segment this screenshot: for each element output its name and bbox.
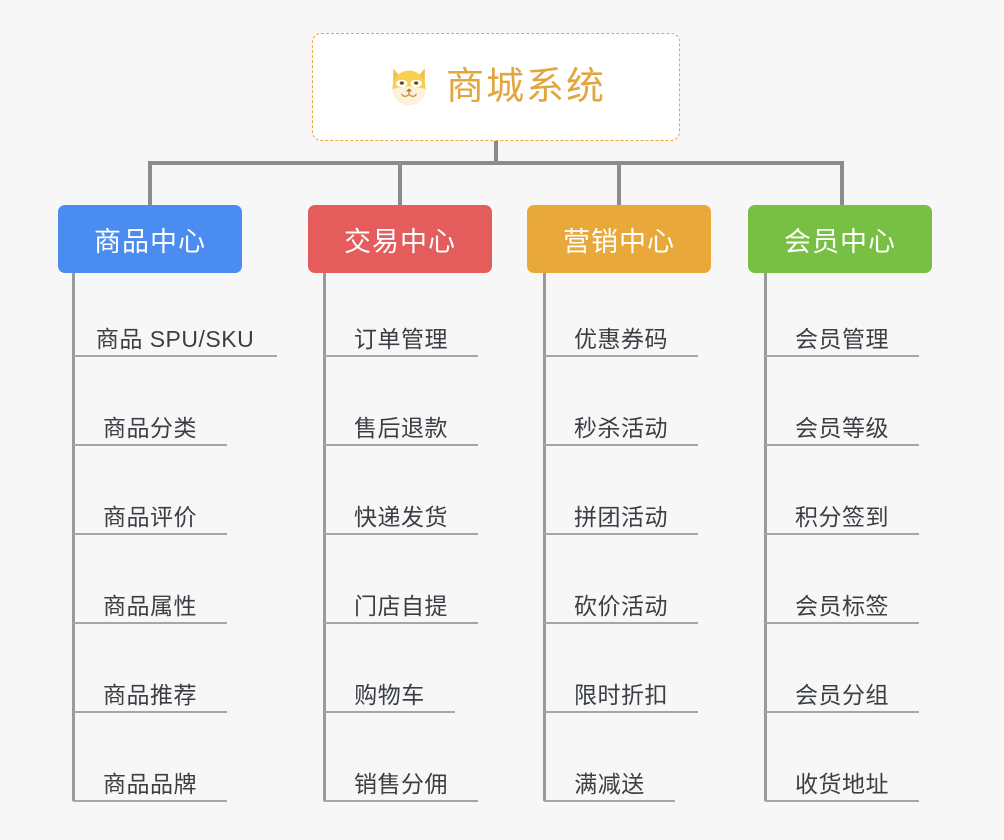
category-header-交易中心[interactable]: 交易中心	[308, 205, 492, 273]
root-node[interactable]: 商城系统	[312, 33, 680, 141]
leaf-item[interactable]: 快递发货	[324, 489, 478, 535]
leaf-item[interactable]: 秒杀活动	[544, 400, 698, 446]
category-header-营销中心[interactable]: 营销中心	[527, 205, 711, 273]
leaf-item[interactable]: 收货地址	[765, 756, 919, 802]
leaf-item[interactable]: 积分签到	[765, 489, 919, 535]
dog-face-icon	[392, 68, 426, 105]
drop-line-column-4	[840, 161, 844, 207]
leaf-trunk-column-2	[323, 273, 326, 801]
leaf-label: 会员等级	[795, 414, 889, 441]
leaf-label: 购物车	[354, 681, 425, 708]
leaf-label: 商品品牌	[103, 770, 197, 797]
leaf-item[interactable]: 售后退款	[324, 400, 478, 446]
leaf-label: 秒杀活动	[574, 414, 668, 441]
leaf-item[interactable]: 会员分组	[765, 667, 919, 713]
leaf-label: 商品分类	[103, 414, 197, 441]
drop-line-column-2	[398, 161, 402, 207]
leaf-trunk-column-3	[543, 273, 546, 801]
leaf-item[interactable]: 商品评价	[73, 489, 227, 535]
category-header-label: 会员中心	[784, 226, 896, 257]
drop-line-column-3	[617, 161, 621, 207]
leaf-label: 拼团活动	[574, 503, 668, 530]
leaf-label: 积分签到	[795, 503, 889, 530]
leaf-label: 会员分组	[795, 681, 889, 708]
leaf-item[interactable]: 商品属性	[73, 578, 227, 624]
leaf-item[interactable]: 销售分佣	[324, 756, 478, 802]
leaf-label: 砍价活动	[574, 592, 668, 619]
leaf-item[interactable]: 拼团活动	[544, 489, 698, 535]
category-header-会员中心[interactable]: 会员中心	[748, 205, 932, 273]
leaf-label: 商品推荐	[103, 681, 197, 708]
leaf-item[interactable]: 优惠券码	[544, 311, 698, 357]
leaf-label: 收货地址	[795, 770, 889, 797]
leaf-trunk-column-4	[764, 273, 767, 801]
leaf-label: 门店自提	[354, 592, 448, 619]
leaf-item[interactable]: 满减送	[544, 756, 675, 802]
leaf-label: 优惠券码	[574, 325, 668, 352]
leaf-label: 售后退款	[354, 414, 448, 441]
leaf-item[interactable]: 购物车	[324, 667, 455, 713]
leaf-label: 商品 SPU/SKU	[95, 325, 255, 352]
leaf-item[interactable]: 商品品牌	[73, 756, 227, 802]
leaf-label: 商品评价	[103, 503, 197, 530]
root-stem-line	[494, 141, 498, 164]
category-header-商品中心[interactable]: 商品中心	[58, 205, 242, 273]
leaf-item[interactable]: 会员标签	[765, 578, 919, 624]
leaf-trunk-column-1	[72, 273, 75, 801]
leaf-label: 商品属性	[103, 592, 197, 619]
leaf-item[interactable]: 商品推荐	[73, 667, 227, 713]
category-header-label: 交易中心	[344, 226, 456, 257]
leaf-label: 满减送	[574, 770, 645, 797]
leaf-label: 会员管理	[795, 325, 889, 352]
leaf-item[interactable]: 会员管理	[765, 311, 919, 357]
category-header-label: 营销中心	[563, 226, 675, 257]
leaf-item[interactable]: 限时折扣	[544, 667, 698, 713]
leaf-item[interactable]: 商品 SPU/SKU	[73, 311, 277, 357]
leaf-item[interactable]: 会员等级	[765, 400, 919, 446]
leaf-item[interactable]: 门店自提	[324, 578, 478, 624]
leaf-label: 会员标签	[795, 592, 889, 619]
leaf-item[interactable]: 订单管理	[324, 311, 478, 357]
leaf-label: 订单管理	[354, 325, 448, 352]
leaf-item[interactable]: 商品分类	[73, 400, 227, 446]
leaf-label: 快递发货	[354, 503, 448, 530]
leaf-label: 限时折扣	[574, 681, 668, 708]
root-title: 商城系统	[445, 66, 606, 108]
leaf-item[interactable]: 砍价活动	[544, 578, 698, 624]
category-header-label: 商品中心	[94, 226, 206, 257]
bus-bar-line	[148, 161, 844, 165]
drop-line-column-1	[148, 161, 152, 207]
leaf-label: 销售分佣	[354, 770, 448, 797]
